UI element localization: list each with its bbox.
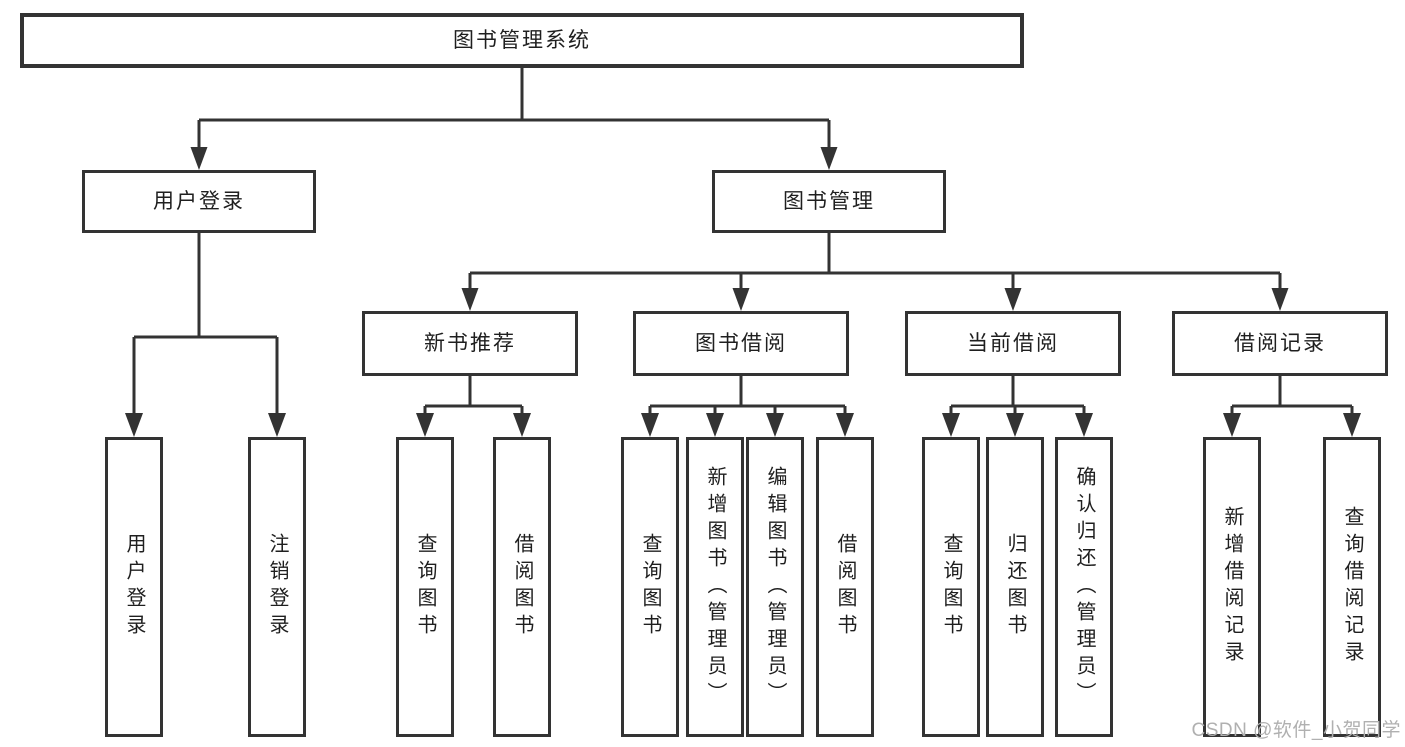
leaf-logout: 注销登录 — [248, 437, 306, 737]
node-user-login-label: 用户登录 — [153, 190, 245, 213]
leaf-borrow-books-recommend: 借阅图书 — [493, 437, 551, 737]
leaf-query-books-recommend-label: 查询图书 — [414, 533, 436, 641]
leaf-confirm-return-admin-label: 确认归还（管理员） — [1073, 465, 1095, 709]
node-current-borrow-label: 当前借阅 — [967, 332, 1059, 355]
watermark: CSDN @软件_小贺同学 — [1191, 720, 1401, 741]
leaf-edit-books-admin: 编辑图书（管理员） — [746, 437, 804, 737]
leaf-borrow-books: 借阅图书 — [816, 437, 874, 737]
leaf-add-borrow-record: 新增借阅记录 — [1203, 437, 1261, 737]
leaf-query-books-borrow-label: 查询图书 — [639, 533, 661, 641]
node-new-book-recommend: 新书推荐 — [362, 311, 578, 376]
leaf-borrow-books-recommend-label: 借阅图书 — [511, 533, 533, 641]
leaf-borrow-books-label: 借阅图书 — [834, 533, 856, 641]
node-user-login: 用户登录 — [82, 170, 316, 233]
leaf-query-borrow-record-label: 查询借阅记录 — [1341, 506, 1363, 668]
leaf-edit-books-admin-label: 编辑图书（管理员） — [764, 465, 786, 709]
leaf-user-login-label: 用户登录 — [123, 533, 145, 641]
leaf-add-books-admin: 新增图书（管理员） — [686, 437, 744, 737]
leaf-query-borrow-record: 查询借阅记录 — [1323, 437, 1381, 737]
leaf-query-books-current-label: 查询图书 — [940, 533, 962, 641]
node-new-book-recommend-label: 新书推荐 — [424, 332, 516, 355]
edge-book-borrow-to-children — [641, 376, 854, 437]
edge-borrow-records-to-children — [1223, 376, 1361, 437]
leaf-logout-label: 注销登录 — [266, 533, 288, 641]
node-borrow-records: 借阅记录 — [1172, 311, 1388, 376]
node-book-borrow: 图书借阅 — [633, 311, 849, 376]
leaf-return-books: 归还图书 — [986, 437, 1044, 737]
leaf-query-books-recommend: 查询图书 — [396, 437, 454, 737]
edge-root-to-level2 — [190, 68, 838, 170]
leaf-confirm-return-admin: 确认归还（管理员） — [1055, 437, 1113, 737]
node-book-borrow-label: 图书借阅 — [695, 332, 787, 355]
edge-current-borrow-to-children — [942, 376, 1093, 437]
leaf-query-books-current: 查询图书 — [922, 437, 980, 737]
node-book-management: 图书管理 — [712, 170, 946, 233]
node-current-borrow: 当前借阅 — [905, 311, 1121, 376]
edge-new-book-recommend-to-children — [416, 376, 531, 437]
leaf-return-books-label: 归还图书 — [1004, 533, 1026, 641]
leaf-add-books-admin-label: 新增图书（管理员） — [704, 465, 726, 709]
edge-user-login-to-children — [125, 233, 286, 437]
node-root-label: 图书管理系统 — [453, 29, 591, 52]
leaf-query-books-borrow: 查询图书 — [621, 437, 679, 737]
leaf-user-login: 用户登录 — [105, 437, 163, 737]
node-book-management-label: 图书管理 — [783, 190, 875, 213]
node-borrow-records-label: 借阅记录 — [1234, 332, 1326, 355]
node-root: 图书管理系统 — [20, 13, 1024, 68]
leaf-add-borrow-record-label: 新增借阅记录 — [1221, 506, 1243, 668]
edge-book-management-to-level3 — [461, 233, 1289, 311]
